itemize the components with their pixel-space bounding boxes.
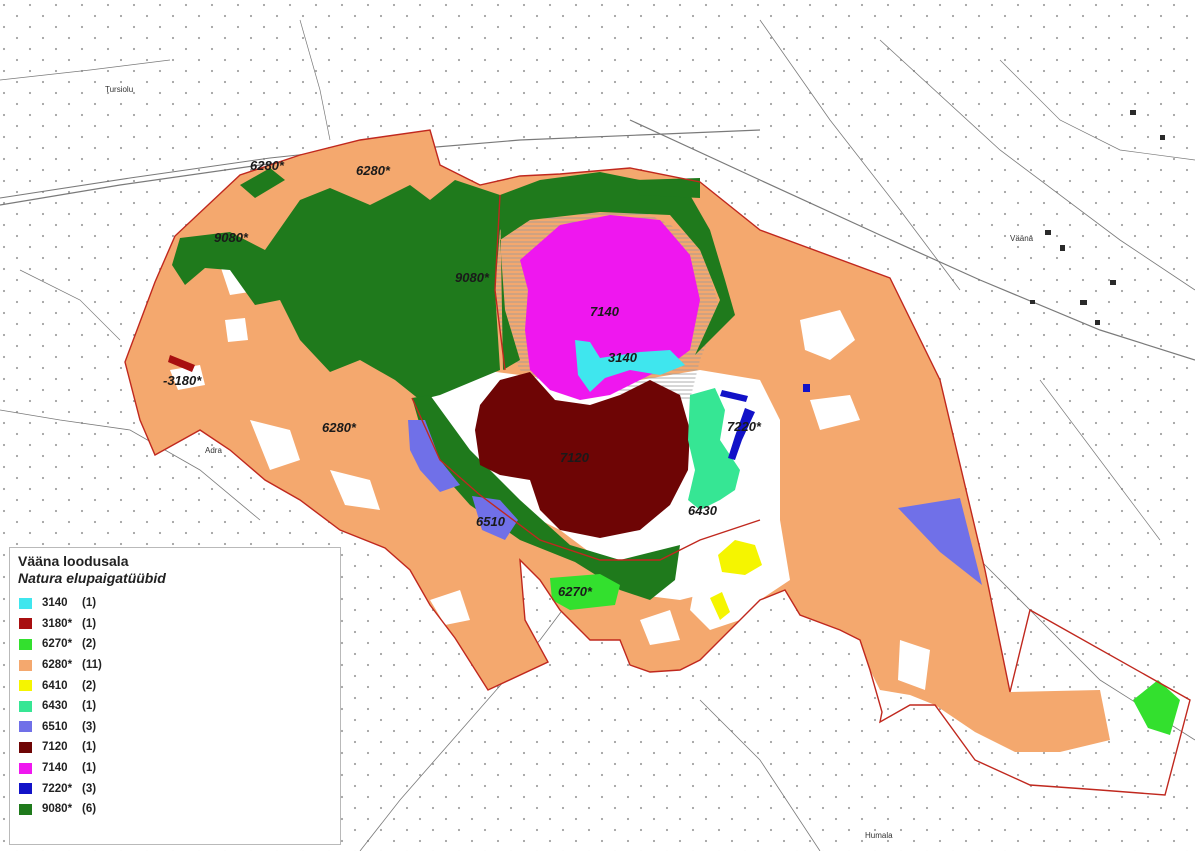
legend-code: 3180* (42, 617, 73, 630)
legend-count: (1) (82, 700, 97, 713)
habitat-6430-area (688, 388, 740, 510)
legend-title: Vääna loodusala (18, 553, 129, 569)
legend-item: 7140 (1) (18, 758, 332, 779)
area-label: 3140 (608, 350, 638, 365)
habitat-6270-areas (550, 574, 1180, 735)
area-label: 9080* (455, 270, 490, 285)
settlement-blocks (1030, 110, 1165, 325)
area-label: 6280* (356, 163, 391, 178)
place-label: Adra (205, 446, 222, 455)
habitat-6410-areas (710, 540, 762, 620)
area-label: -3180* (163, 373, 202, 388)
legend-item: 3140 (1) (18, 593, 332, 614)
habitat-7220-areas (720, 384, 810, 460)
habitat-7120-area (475, 372, 690, 538)
legend-item: 6270* (2) (18, 634, 332, 655)
place-label: Humala (865, 831, 893, 840)
place-label: Vääna (1010, 234, 1034, 243)
legend-code: 9080* (42, 803, 73, 816)
legend-count: (3) (82, 782, 97, 795)
area-label: 6270* (558, 584, 593, 599)
legend-code: 7220* (42, 782, 73, 795)
legend-swatch (19, 659, 32, 671)
legend-subtitle: Natura elupaigatüübid (18, 570, 166, 586)
legend-count: (3) (82, 720, 97, 733)
legend-count: (6) (82, 803, 97, 816)
legend-item: 6410 (2) (18, 675, 332, 696)
area-label: 7120 (560, 450, 590, 465)
legend-code: 7140 (42, 762, 68, 775)
legend-swatch (19, 803, 32, 815)
legend-count: (1) (82, 597, 97, 610)
legend-count: (1) (82, 741, 97, 754)
map-legend: Vääna loodusala Natura elupaigatüübid 31… (9, 547, 341, 845)
legend-item: 9080* (6) (18, 799, 332, 820)
site-boundary (124, 129, 1191, 796)
legend-count: (1) (82, 762, 97, 775)
area-label: 6280* (322, 420, 357, 435)
area-label: 9080* (214, 230, 249, 245)
area-label: 6510 (476, 514, 506, 529)
legend-list: 3140(1)3180*(1)6270*(2)6280*(11)6410(2)6… (18, 593, 332, 820)
legend-item: 6280* (11) (18, 655, 332, 676)
legend-item: 6430 (1) (18, 696, 332, 717)
legend-item: 3180* (1) (18, 614, 332, 635)
area-label: 6280* (250, 158, 285, 173)
legend-swatch (19, 618, 32, 630)
place-labels: Tursiolu Vääna Adra Humala (105, 85, 1034, 840)
legend-count: (11) (82, 659, 102, 672)
legend-item: 7220* (3) (18, 778, 332, 799)
area-label: 7140 (590, 304, 620, 319)
legend-swatch (19, 783, 32, 795)
legend-swatch (19, 762, 32, 774)
area-label: 6430 (688, 503, 718, 518)
legend-swatch (19, 638, 32, 650)
legend-code: 6270* (42, 638, 73, 651)
habitat-3180-area (168, 355, 195, 372)
legend-count: (2) (82, 679, 97, 692)
habitat-6510-areas (408, 420, 982, 585)
legend-code: 3140 (42, 597, 68, 610)
legend-swatch (19, 680, 32, 692)
legend-code: 6430 (42, 700, 68, 713)
legend-swatch (19, 597, 32, 609)
legend-code: 6410 (42, 679, 68, 692)
legend-swatch (19, 700, 32, 712)
legend-code: 6510 (42, 720, 68, 733)
legend-swatch (19, 721, 32, 733)
area-labels: 6280* 6280* 9080* 9080* 7140 3140 -3180*… (163, 158, 762, 599)
legend-count: (1) (82, 617, 97, 630)
legend-code: 7120 (42, 741, 68, 754)
habitat-3140-area (575, 340, 685, 392)
legend-item: 7120 (1) (18, 737, 332, 758)
habitat-9080-areas (172, 168, 735, 600)
legend-item: 6510 (3) (18, 717, 332, 738)
legend-swatch (19, 741, 32, 753)
area-label: 7220* (727, 419, 762, 434)
legend-code: 6280* (42, 659, 73, 672)
place-label: Tursiolu (105, 85, 133, 94)
legend-count: (2) (82, 638, 97, 651)
